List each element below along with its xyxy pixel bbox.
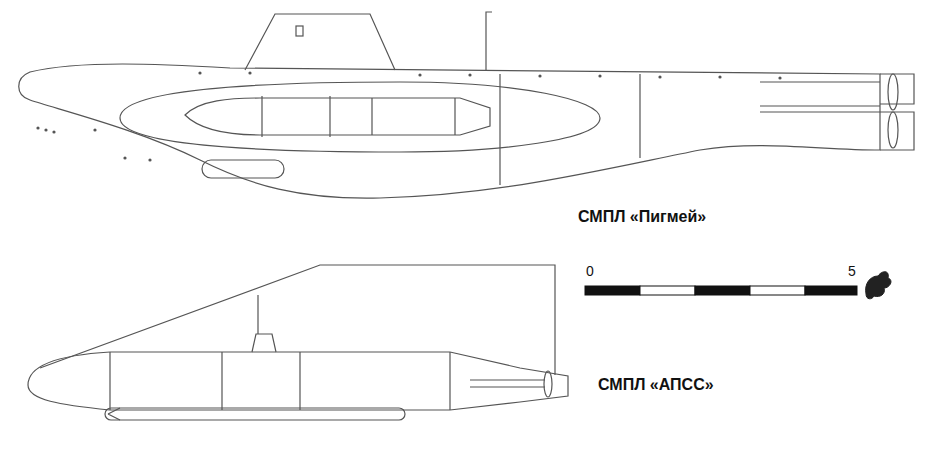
apss-tower: [252, 295, 276, 352]
pygmy-hull: [19, 64, 880, 198]
torpedo-recess: [120, 82, 600, 152]
scale-value: 5: [848, 264, 856, 279]
scale-segment: [585, 286, 640, 295]
scale-value: 0: [586, 264, 594, 279]
scale-segment: [805, 286, 857, 295]
submarine-name: СМПЛ «Пигмей»: [578, 208, 706, 226]
scale-segment: [695, 286, 750, 295]
periscope: [486, 12, 492, 70]
scale-segment: [640, 286, 695, 295]
scale-bar: [585, 272, 891, 299]
hull-sections: [500, 74, 640, 185]
submarine-name: СМПЛ «АПСС»: [598, 376, 714, 394]
propeller: [888, 112, 898, 148]
apss-submarine: [28, 265, 568, 420]
stern-shafts: [760, 82, 880, 112]
apss-hull: [28, 352, 568, 410]
griffin-logo: [866, 272, 891, 299]
stern-shafts: [470, 380, 545, 387]
hull-sections: [110, 352, 450, 410]
propeller: [888, 74, 898, 110]
pygmy-submarine: [19, 12, 914, 198]
stern-rudder: [880, 74, 914, 150]
scale-segment: [750, 286, 805, 295]
deck-rivets: [36, 71, 781, 161]
keel-propeller: [108, 408, 120, 420]
conning-tower: [245, 14, 395, 70]
keel-torpedo: [105, 408, 405, 420]
tower-window: [296, 26, 303, 36]
side-torpedo: [185, 98, 490, 135]
bottom-fitting: [202, 160, 284, 178]
torpedo-bands: [262, 96, 455, 137]
propeller: [544, 371, 552, 397]
